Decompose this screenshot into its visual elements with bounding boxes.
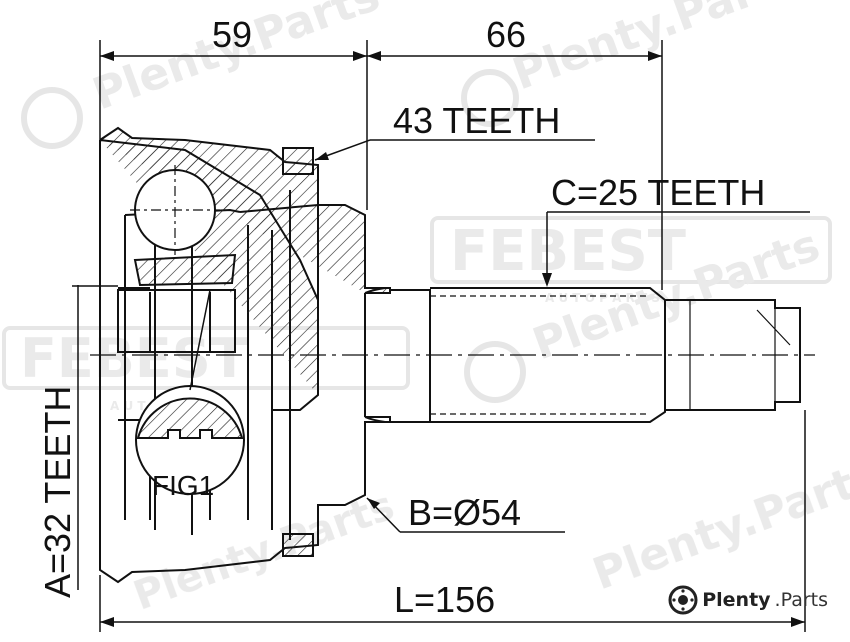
spline-section [430,287,666,423]
watermark-frame-right [430,216,832,284]
plenty-parts-branding: Plenty.Parts [668,585,828,615]
watermark-site-5: Plenty.Parts [128,483,401,620]
label-a-32-teeth: A=32 TEETH [37,386,78,598]
fig1-label: FIG1 [152,470,214,501]
dim-label-59: 59 [212,14,252,55]
dim-label-total-length: L=156 [394,579,495,620]
watermark-sub-right: A U T O P A R T S [545,291,660,305]
watermark-disc-1 [21,87,83,149]
brand-suffix: .Parts [774,589,828,611]
label-c-25-teeth: C=25 TEETH [551,172,765,213]
watermark-site-4: Plenty.Parts [586,450,850,601]
watermark-disc-3 [464,341,526,403]
dim-label-66: 66 [486,14,526,55]
watermark-brand-left: FEBEST [20,327,248,390]
label-b-diameter: B=Ø54 [408,492,521,533]
fig1-leader [189,289,211,391]
dimension-lines [72,40,806,632]
spline-ring-bottom [282,533,314,557]
shaft [390,287,801,423]
ball-cage [117,165,237,353]
callout-leaders [314,139,810,533]
watermark-site-2: Plenty.Parts [506,0,806,100]
fig1-detail: FIG1 [135,289,245,501]
spline-ring-top [282,147,314,175]
threaded-end [665,299,801,411]
watermark-disc-2 [461,69,519,127]
brake-disc-icon [668,585,698,615]
label-43-teeth: 43 TEETH [393,100,560,141]
watermark-brand-right: FEBEST [450,219,686,284]
brand-name: Plenty [702,589,771,611]
